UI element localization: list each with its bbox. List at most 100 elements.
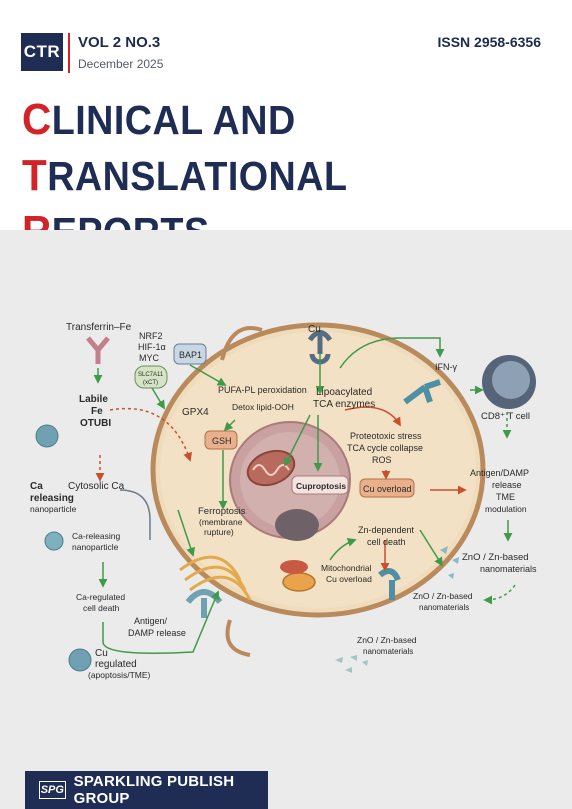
issn: ISSN 2958-6356 (437, 34, 541, 50)
arrow-detox (223, 419, 236, 432)
er-membrane-2 (184, 565, 247, 591)
label-transferrin: Transferrin–Fe (66, 322, 132, 333)
label-zno-mid-2: nanomaterials (419, 603, 469, 612)
label-bap1: BAP1 (179, 350, 202, 360)
logo-divider (68, 33, 70, 73)
arrow-zn-fragments (419, 529, 443, 567)
label-zno-bottom-2: nanomaterials (363, 647, 413, 656)
cuproptosis-box (291, 475, 349, 495)
mitochondrion-red-icon (280, 560, 308, 574)
nucleolus (275, 509, 319, 541)
ca-releasing-nanoparticle-icon (44, 531, 64, 551)
label-nrf2: NRF2 (139, 331, 163, 341)
label-otubi: OTUBI (80, 418, 111, 429)
zno-fragments-right (440, 546, 459, 579)
label-ca-releasing-1: Ca-releasing (72, 531, 120, 541)
label-cd8: CD8⁺ T cell (481, 411, 530, 422)
tcr-receptor-icon (403, 379, 441, 405)
label-antigen-1: Antigen/DAMP (470, 468, 529, 478)
label-hif: HIF-1α (138, 342, 166, 352)
publisher-logo: SPG (39, 781, 66, 799)
membrane-protrusion-bottom (225, 619, 251, 657)
label-zn-dep-2: cell death (367, 537, 406, 547)
ca-nanoparticle-icon (35, 424, 59, 448)
label-cu-overload: Cu overload (363, 484, 412, 494)
volume-number: VOL 2 NO.3 (78, 34, 161, 51)
label-ferroptosis: Ferroptosis (198, 506, 246, 517)
title-line-1: CLINICAL AND TRANSLATIONAL (22, 92, 519, 204)
transferrin-receptor-icon (86, 336, 110, 364)
label-ros: ROS (372, 455, 392, 465)
label-cu: Cu (308, 324, 321, 335)
label-antigen-3: TME (496, 492, 515, 502)
cell-death-diagram: Transferrin–Fe NRF2 HIF-1α MYC SLC7A11 (… (30, 322, 537, 680)
cu-nanoparticle-icon (68, 648, 92, 672)
label-slc7a11: SLC7A11 (138, 372, 164, 378)
arrow-mito-zn (329, 538, 357, 561)
gsh-box (204, 430, 238, 450)
line-cytosolic-ca (119, 489, 151, 540)
er-membrane-3 (189, 575, 252, 601)
label-ca-np-2: releasing (30, 493, 74, 504)
label-antigen-4: modulation (485, 504, 527, 514)
arrow-zno-right (483, 584, 516, 605)
label-labile: Labile (79, 394, 108, 405)
label-cu-reg-1: Cu (95, 648, 108, 659)
label-antigen-2: release (492, 480, 522, 490)
zn-channel-icon (378, 568, 401, 600)
label-ca-regulated-2: cell death (83, 603, 120, 613)
label-cytosolic-ca: Cytosolic Ca (68, 481, 125, 492)
label-myc: MYC (139, 353, 160, 363)
label-tca-collapse: TCA cycle collapse (347, 443, 423, 453)
label-gpx4: GPX4 (182, 407, 209, 418)
title-initial-t: T (22, 151, 48, 200)
title-initial-c: C (22, 95, 52, 144)
label-antigen-b-2: DAMP release (128, 628, 186, 638)
arrow-cu-ifn (339, 337, 445, 369)
journal-logo: CTR (21, 33, 63, 71)
title-text-1: LINICAL AND (51, 97, 296, 143)
membrane-protrusion-top (220, 326, 263, 361)
er-membrane (179, 555, 242, 581)
arrow-slc-gpx4 (151, 387, 165, 410)
cover-header: CTR VOL 2 NO.3 December 2025 ISSN 2958-6… (0, 0, 572, 256)
label-ca-regulated-1: Ca-regulated (76, 592, 125, 602)
label-mito-cu-1: Mitochondrial (321, 563, 372, 573)
label-membrane-1: (membrane (199, 517, 243, 527)
label-ca-releasing-2: nanoparticle (72, 542, 119, 552)
label-mito-cu-2: Cu overload (326, 574, 372, 584)
label-antigen-b-1: Antigen/ (134, 616, 168, 626)
title-text-2: RANSLATIONAL (47, 153, 348, 199)
zno-fragments-bottom (335, 655, 368, 673)
label-zno-right-1: ZnO / Zn-based (462, 552, 529, 563)
label-cu-reg-2: regulated (95, 659, 137, 670)
mitochondrion-small-icon (282, 572, 316, 592)
bap1-box (173, 343, 207, 365)
label-zno-right-2: nanomaterials (480, 564, 537, 574)
issue-date: December 2025 (78, 57, 164, 71)
label-membrane-2: rupture) (204, 527, 234, 537)
arrow-lipo-nucleus (284, 414, 311, 467)
membrane-channel-icon (185, 589, 223, 618)
label-gsh: GSH (212, 436, 232, 446)
mitochondria-cristae (252, 464, 290, 476)
label-zn-dep-1: Zn-dependent (358, 525, 415, 535)
label-xct: (xCT) (143, 380, 158, 386)
publisher-name: SPARKLING PUBLISH GROUP (73, 773, 235, 807)
label-lipo1: Lipoacylated (316, 387, 372, 398)
arrow-bap1 (189, 364, 227, 386)
cover-illustration: Transferrin–Fe NRF2 HIF-1α MYC SLC7A11 (… (0, 230, 572, 809)
label-ifn: IFN-γ (435, 362, 457, 372)
label-zno-bottom-1: ZnO / Zn-based (357, 635, 417, 645)
arrow-ferro-er (177, 509, 195, 557)
label-ca-np-3: nanoparticle (30, 504, 77, 514)
label-proteotoxic: Proteotoxic stress (350, 431, 422, 441)
label-zno-mid-1: ZnO / Zn-based (413, 591, 473, 601)
publisher-banner: SPG SPARKLING PUBLISH GROUP (25, 771, 268, 809)
label-ca-np-1: Ca (30, 481, 43, 492)
arrow-death-antigen (102, 590, 220, 654)
mitochondrion-icon (246, 449, 296, 487)
label-lipo2: TCA enzymes (313, 399, 375, 410)
label-pufa: PUFA-PL peroxidation (218, 385, 307, 395)
t-cell-nucleus (492, 361, 530, 399)
